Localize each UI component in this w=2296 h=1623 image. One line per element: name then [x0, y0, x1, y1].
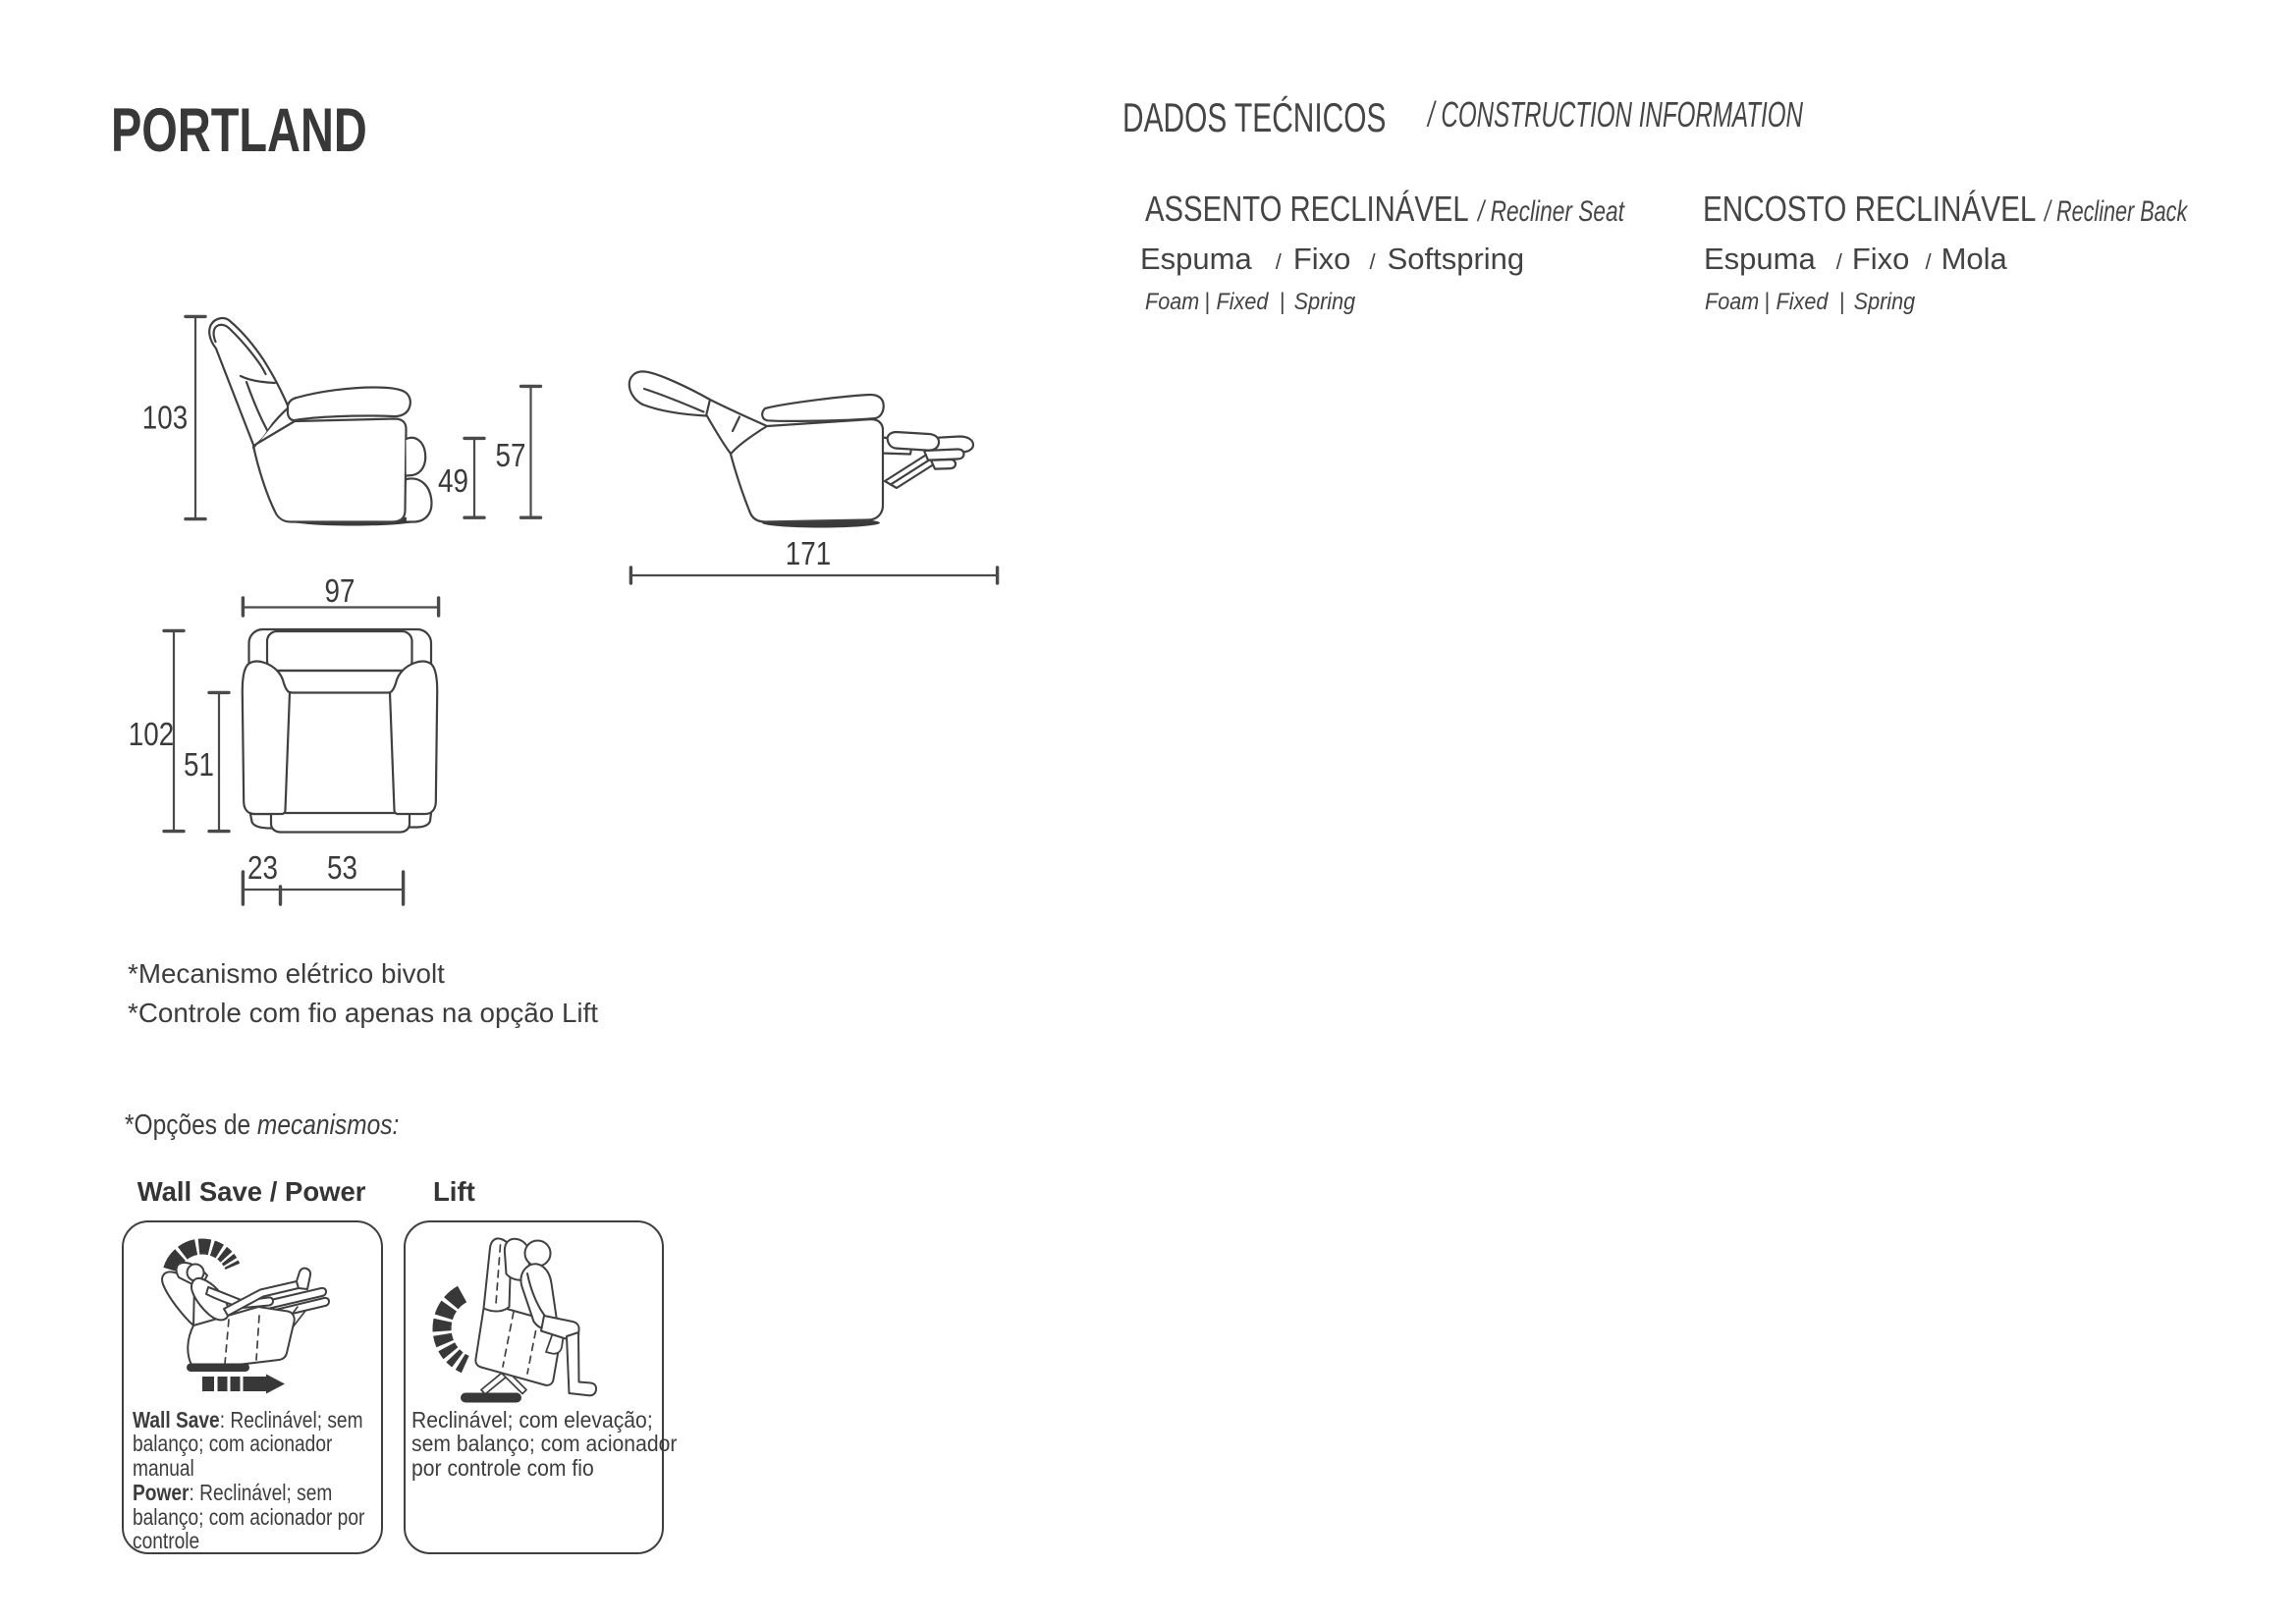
svg-text:23: 23 [247, 849, 278, 887]
svg-text:53: 53 [327, 849, 357, 887]
svg-text:103: 103 [142, 399, 188, 436]
svg-text:97: 97 [325, 572, 355, 610]
svg-text:102: 102 [129, 716, 174, 753]
svg-text:51: 51 [184, 746, 214, 784]
svg-text:171: 171 [786, 535, 831, 572]
svg-text:49: 49 [438, 462, 468, 500]
svg-text:57: 57 [496, 437, 526, 474]
